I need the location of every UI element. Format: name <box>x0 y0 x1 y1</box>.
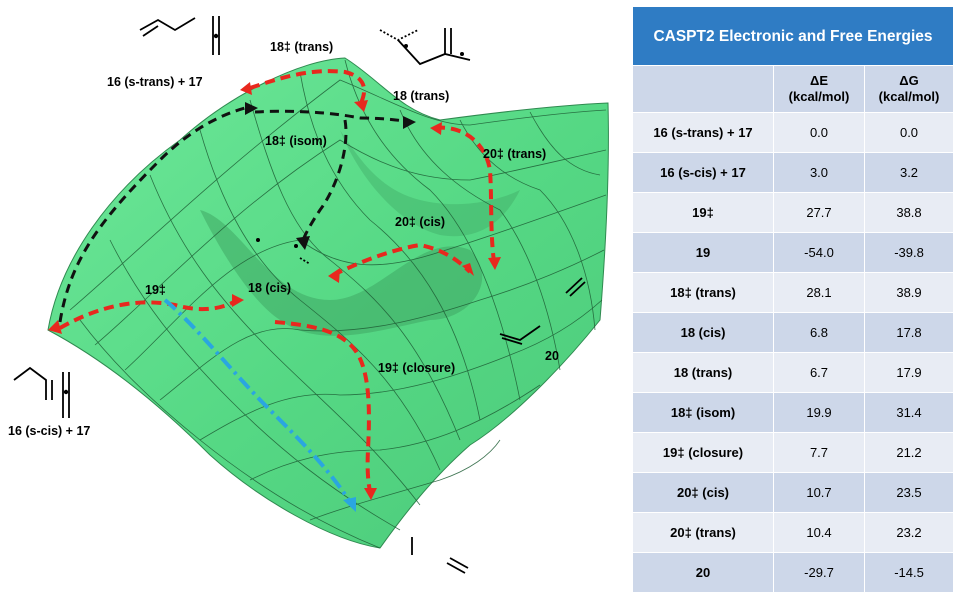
structure-16-s-trans-17 <box>140 16 219 55</box>
delta-e-cell: 10.4 <box>774 513 865 553</box>
label-16-s-cis-17: 16 (s-cis) + 17 <box>8 424 90 438</box>
header-delta-e: ΔE(kcal/mol) <box>774 66 865 113</box>
delta-g-cell: 38.8 <box>865 193 953 233</box>
label-ts20-trans: 20‡ (trans) <box>483 147 546 161</box>
delta-e-cell: 28.1 <box>774 273 865 313</box>
label-18-cis: 18 (cis) <box>248 281 291 295</box>
delta-g-cell: 17.8 <box>865 313 953 353</box>
label-16-s-trans-17: 16 (s-trans) + 17 <box>107 75 203 89</box>
label-ts18-trans: 18‡ (trans) <box>270 40 333 54</box>
delta-e-cell: 10.7 <box>774 473 865 513</box>
delta-e-cell: 19.9 <box>774 393 865 433</box>
species-cell: 16 (s-trans) + 17 <box>633 113 774 153</box>
table-row: 20-29.7-14.5 <box>633 553 953 593</box>
label-18-trans: 18 (trans) <box>393 89 449 103</box>
delta-g-cell: 21.2 <box>865 433 953 473</box>
delta-e-cell: -29.7 <box>774 553 865 593</box>
delta-g-cell: 23.5 <box>865 473 953 513</box>
species-cell: 16 (s-cis) + 17 <box>633 153 774 193</box>
species-cell: 20 <box>633 553 774 593</box>
species-cell: 18‡ (isom) <box>633 393 774 433</box>
delta-g-cell: 17.9 <box>865 353 953 393</box>
delta-e-cell: 6.8 <box>774 313 865 353</box>
structure-18-trans <box>380 28 470 64</box>
structure-19 <box>406 520 468 573</box>
structure-16-s-cis-17 <box>14 368 69 418</box>
delta-g-cell: 3.2 <box>865 153 953 193</box>
species-cell: 20‡ (trans) <box>633 513 774 553</box>
energy-table: CASPT2 Electronic and Free Energies ΔE(k… <box>632 6 953 593</box>
table-title: CASPT2 Electronic and Free Energies <box>633 7 953 66</box>
header-species <box>633 66 774 113</box>
delta-e-cell: 0.0 <box>774 113 865 153</box>
label-ts18-isom: 18‡ (isom) <box>265 134 327 148</box>
potential-energy-surface: 18‡ (trans) 16 (s-trans) + 17 18 (trans)… <box>0 0 620 580</box>
delta-g-cell: 38.9 <box>865 273 953 313</box>
label-ts20-cis: 20‡ (cis) <box>395 215 445 229</box>
delta-e-cell: -54.0 <box>774 233 865 273</box>
label-ts19: 19‡ <box>145 283 166 297</box>
header-delta-g: ΔG(kcal/mol) <box>865 66 953 113</box>
delta-g-cell: -14.5 <box>865 553 953 593</box>
delta-g-cell: 23.2 <box>865 513 953 553</box>
species-cell: 18 (cis) <box>633 313 774 353</box>
label-20: 20 <box>545 349 559 363</box>
delta-g-cell: 0.0 <box>865 113 953 153</box>
species-cell: 18 (trans) <box>633 353 774 393</box>
delta-e-cell: 3.0 <box>774 153 865 193</box>
species-cell: 19 <box>633 233 774 273</box>
species-cell: 18‡ (trans) <box>633 273 774 313</box>
delta-e-cell: 7.7 <box>774 433 865 473</box>
species-cell: 19‡ <box>633 193 774 233</box>
label-ts19-closure: 19‡ (closure) <box>378 361 455 375</box>
delta-e-cell: 27.7 <box>774 193 865 233</box>
species-cell: 19‡ (closure) <box>633 433 774 473</box>
species-cell: 20‡ (cis) <box>633 473 774 513</box>
delta-e-cell: 6.7 <box>774 353 865 393</box>
delta-g-cell: -39.8 <box>865 233 953 273</box>
table-row: 19-54.0-39.8 <box>633 233 953 273</box>
delta-g-cell: 31.4 <box>865 393 953 433</box>
